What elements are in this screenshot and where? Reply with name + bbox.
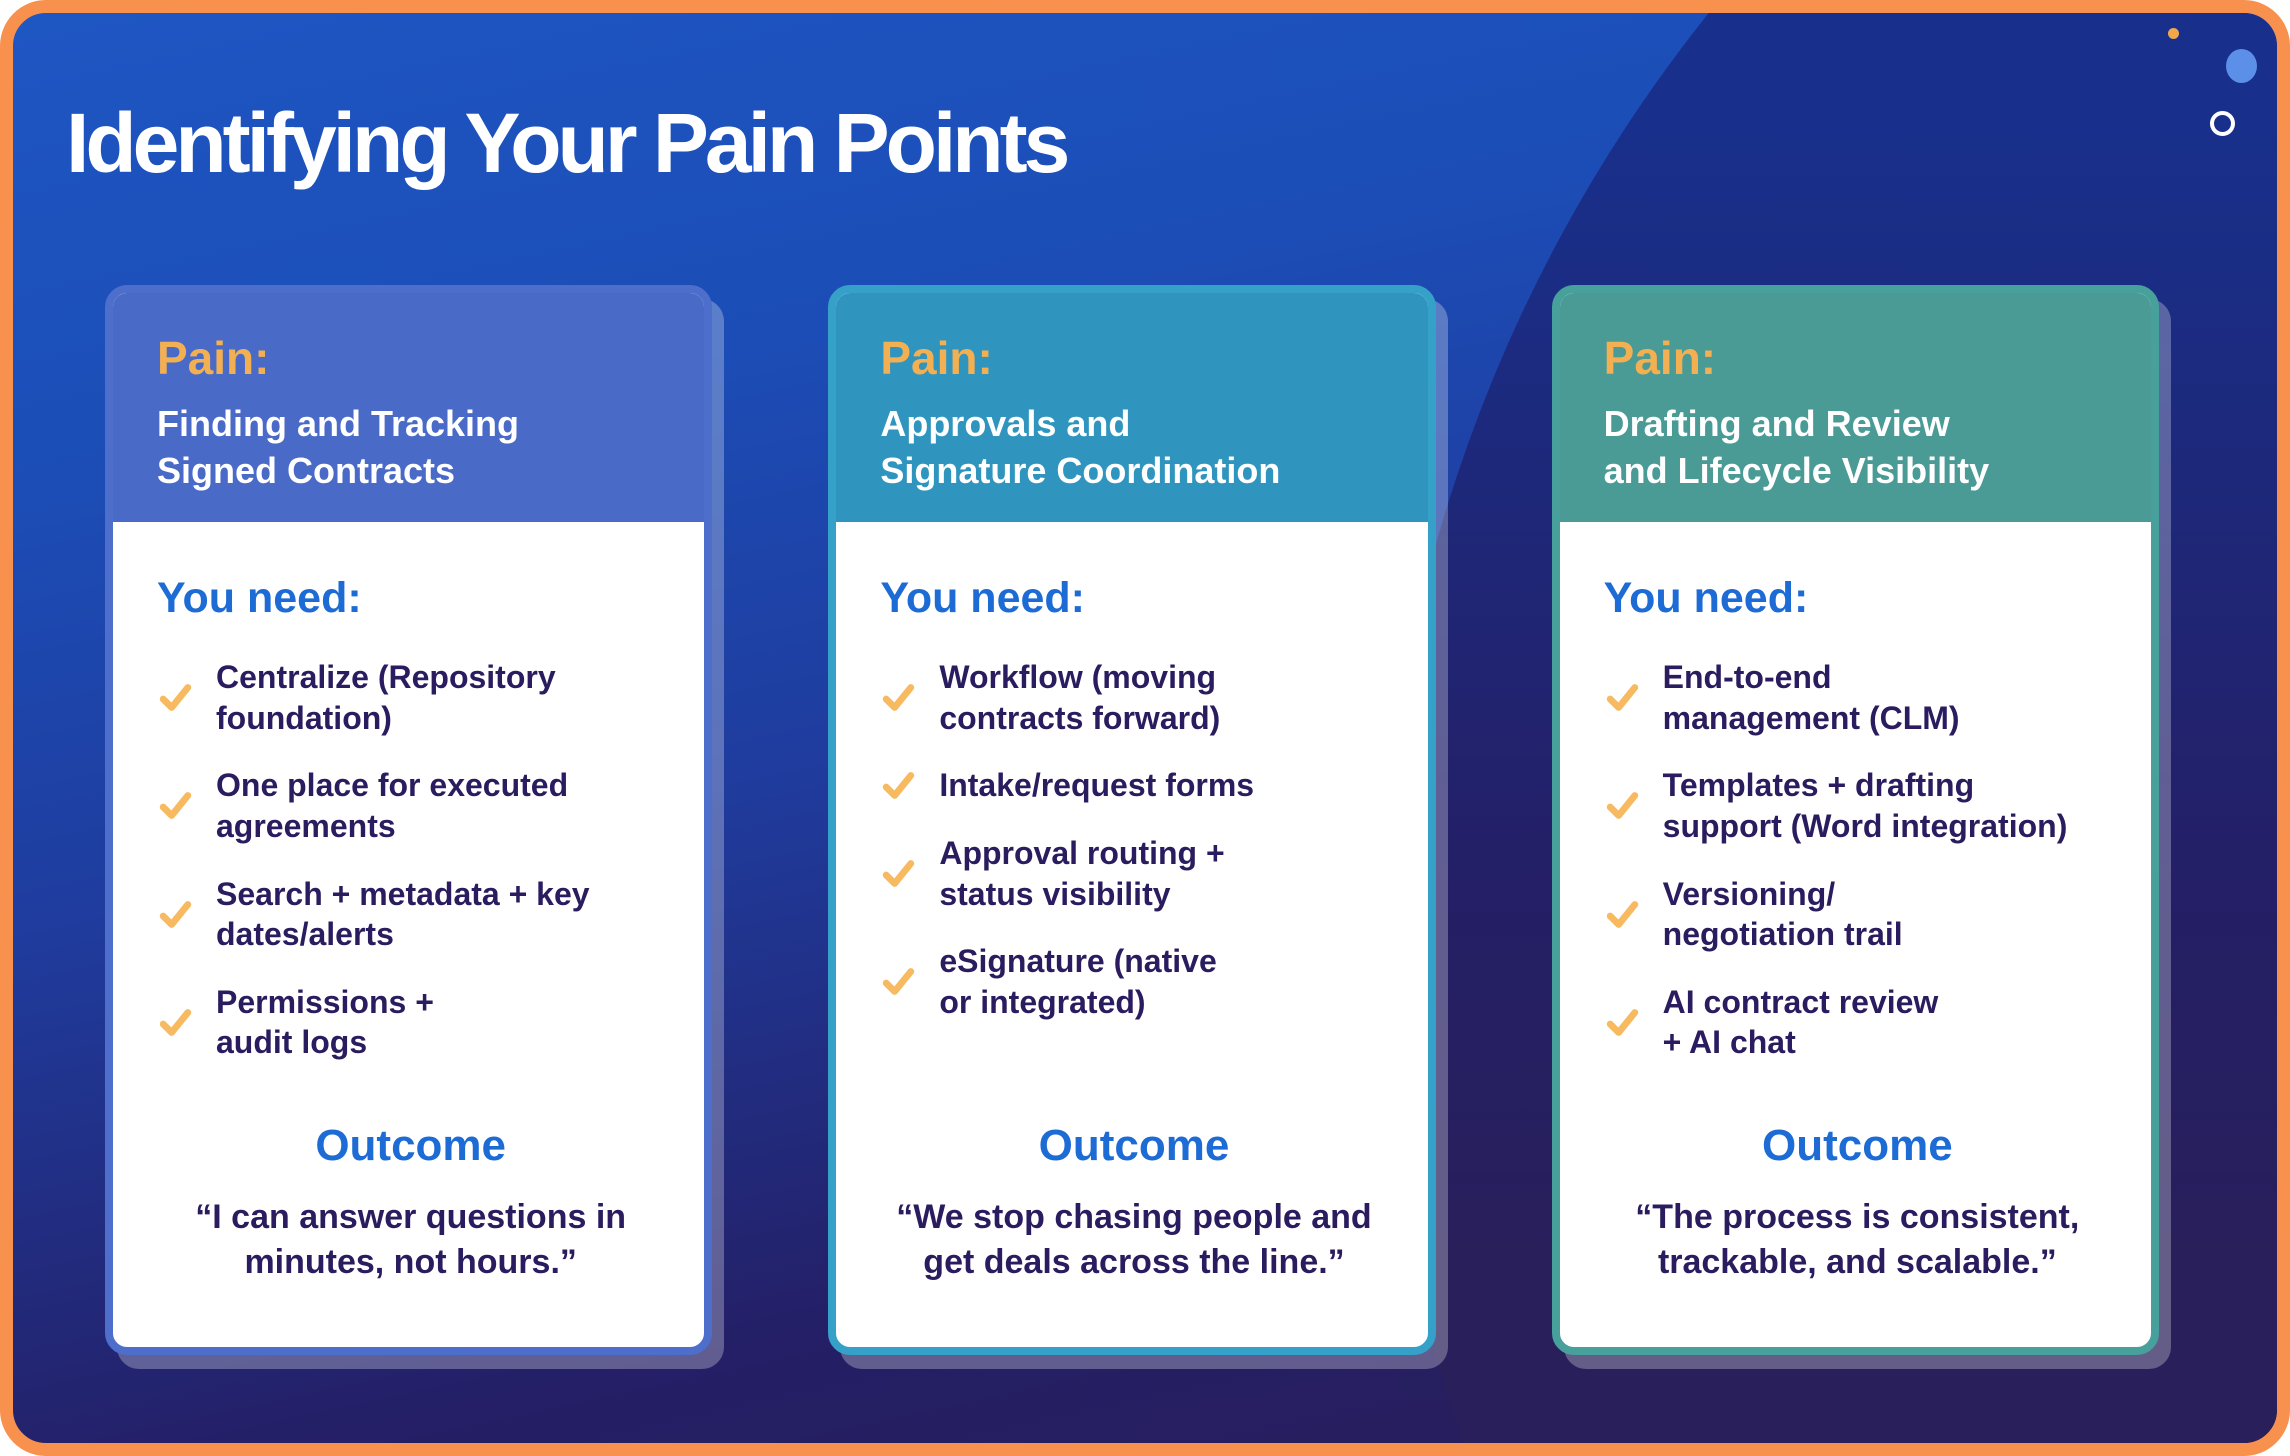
list-item: End-to-end management (CLM) <box>1604 657 2111 738</box>
outcome-label: Outcome <box>315 1121 507 1171</box>
list-item-text: Intake/request forms <box>939 767 1255 804</box>
list-item-text: Versioning/ negotiation trail <box>1662 875 1903 953</box>
list-item: One place for executed agreements <box>157 765 664 846</box>
list-item: eSignature (native or integrated) <box>880 941 1387 1022</box>
check-icon <box>883 684 915 712</box>
outcome-section: Outcome “The process is consistent, trac… <box>1604 1121 2111 1285</box>
card-body: You need: Centralize (Repository foundat… <box>113 522 704 1347</box>
list-item-text: One place for executed agreements <box>216 767 569 844</box>
check-icon <box>883 860 915 887</box>
orange-dot-decor <box>2168 28 2179 39</box>
check-icon <box>1606 1008 1638 1036</box>
pain-title: Approvals and Signature Coordination <box>880 403 1281 491</box>
pain-label: Pain: <box>1603 332 1717 384</box>
outcome-quote: “I can answer questions in minutes, not … <box>195 1198 627 1282</box>
card-header: Pain: Finding and Tracking Signed Contra… <box>113 293 705 522</box>
check-icon <box>159 1008 192 1036</box>
need-list: End-to-end management (CLM) Templates + … <box>1604 657 2111 1063</box>
check-icon <box>1606 900 1638 928</box>
list-item: Approval routing + status visibility <box>880 833 1387 914</box>
page-title: Identifying Your Pain Points <box>66 96 1070 191</box>
list-item-text: Approval routing + status visibility <box>939 834 1225 912</box>
check-icon <box>159 900 192 928</box>
outcome-label: Outcome <box>1761 1121 1953 1171</box>
pain-label: Pain: <box>157 332 270 384</box>
outcome-quote: “We stop chasing people and get deals ac… <box>896 1198 1372 1282</box>
list-item: Search + metadata + key dates/alerts <box>157 874 664 955</box>
outcome-label: Outcome <box>1038 1121 1230 1171</box>
list-item-text: Search + metadata + key dates/alerts <box>216 875 590 953</box>
card-header: Pain: Approvals and Signature Coordinati… <box>836 293 1428 522</box>
outcome-quote: “The process is consistent, trackable, a… <box>1635 1198 2080 1282</box>
need-list: Centralize (Repository foundation) One p… <box>157 657 664 1063</box>
list-item-text: Permissions + audit logs <box>216 983 434 1061</box>
pain-title: Drafting and Review and Lifecycle Visibi… <box>1603 403 1990 491</box>
list-item-text: Templates + drafting support (Word integ… <box>1662 767 2068 844</box>
list-item-text: AI contract review + AI chat <box>1662 983 1939 1061</box>
outcome-section: Outcome “I can answer questions in minut… <box>157 1121 664 1285</box>
you-need-label: You need: <box>157 574 362 622</box>
list-item-text: End-to-end management (CLM) <box>1662 659 1960 736</box>
check-icon <box>1606 792 1638 820</box>
list-item-text: Centralize (Repository foundation) <box>216 659 556 736</box>
list-item: Intake/request forms <box>880 765 1387 806</box>
pain-card-drafting: Pain: Drafting and Review and Lifecycle … <box>1551 285 2159 1355</box>
check-icon <box>883 968 915 996</box>
list-item: Permissions + audit logs <box>157 982 664 1063</box>
list-item: AI contract review + AI chat <box>1604 982 2111 1063</box>
check-icon <box>883 772 915 799</box>
pain-card-approvals: Pain: Approvals and Signature Coordinati… <box>828 285 1436 1355</box>
pain-cards-row: Pain: Finding and Tracking Signed Contra… <box>105 285 2159 1355</box>
list-item: Versioning/ negotiation trail <box>1604 874 2111 955</box>
pain-label: Pain: <box>880 332 993 384</box>
list-item: Centralize (Repository foundation) <box>157 657 664 738</box>
outcome-section: Outcome “We stop chasing people and get … <box>880 1121 1387 1285</box>
pain-card-repository: Pain: Finding and Tracking Signed Contra… <box>105 285 713 1355</box>
pain-title: Finding and Tracking Signed Contracts <box>157 403 520 491</box>
check-icon <box>159 684 192 712</box>
list-item: Templates + drafting support (Word integ… <box>1604 765 2111 846</box>
card-body: You need: Workflow (moving contracts for… <box>836 522 1427 1347</box>
card-body: You need: End-to-end management (CLM) Te… <box>1560 522 2151 1347</box>
check-icon <box>159 792 192 820</box>
card-header: Pain: Drafting and Review and Lifecycle … <box>1559 293 2151 522</box>
you-need-label: You need: <box>880 574 1085 622</box>
list-item-text: eSignature (native or integrated) <box>939 943 1217 1020</box>
blue-dot-decor <box>2226 49 2257 83</box>
check-icon <box>1606 684 1638 712</box>
list-item-text: Workflow (moving contracts forward) <box>939 659 1221 736</box>
you-need-label: You need: <box>1603 574 1809 622</box>
list-item: Workflow (moving contracts forward) <box>880 657 1387 738</box>
need-list: Workflow (moving contracts forward) Inta… <box>880 657 1387 1022</box>
white-ring-decor <box>2210 111 2235 136</box>
